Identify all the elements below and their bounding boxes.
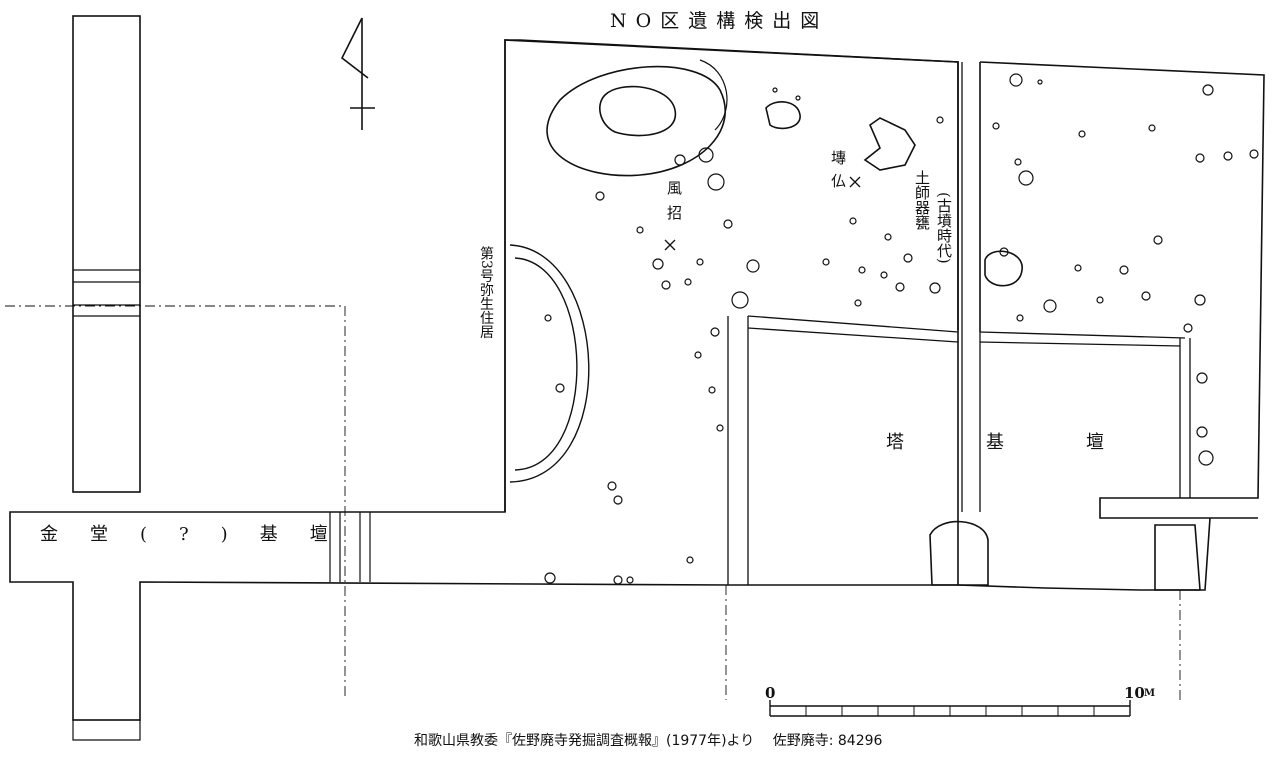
trench-west-vertical bbox=[72, 15, 141, 493]
scale-unit: M bbox=[1144, 688, 1156, 699]
label-fuhan: 風招 bbox=[665, 180, 683, 230]
north-arrow-icon bbox=[340, 17, 375, 130]
scale-label-zero: 0 bbox=[765, 684, 776, 702]
label-senbutsu: 塼仏 bbox=[829, 150, 847, 196]
label-yayoi-dwelling: 第3号弥生住居 bbox=[478, 246, 494, 339]
trench-east bbox=[957, 61, 1265, 591]
label-kofun-period: (古墳時代) bbox=[935, 192, 953, 264]
trench-center bbox=[504, 39, 959, 512]
scale-bar bbox=[769, 700, 1131, 717]
trench-kondo bbox=[9, 39, 959, 721]
scale-label-ten: 10 bbox=[1124, 684, 1145, 702]
label-tower-base: 塔基壇 bbox=[886, 432, 1186, 453]
cross-mark-icon bbox=[664, 176, 861, 251]
source-caption: 和歌山県教委『佐野廃寺発掘調査概報』(1977年)より 佐野廃寺: 84296 bbox=[414, 733, 883, 749]
label-haji-pot: 土師器甕 bbox=[913, 170, 931, 230]
label-kondo-base: 金堂(?)基壇 bbox=[40, 524, 360, 545]
map-title: NO区遺構検出図 bbox=[610, 10, 829, 32]
